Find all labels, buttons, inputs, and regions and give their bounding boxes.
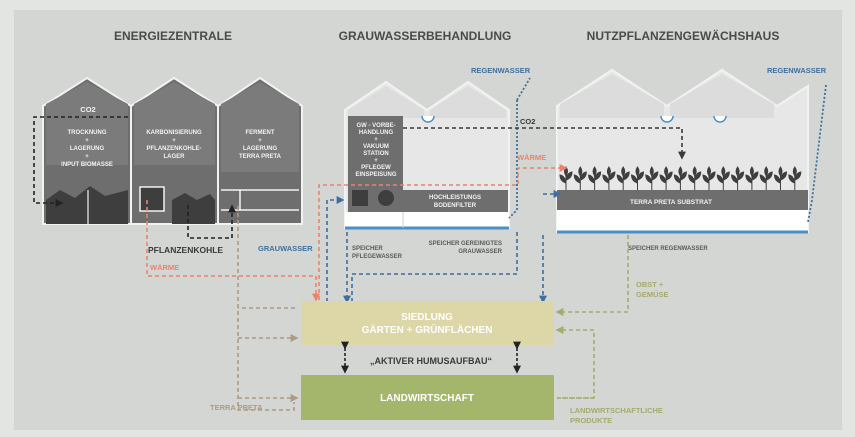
greywater-house	[344, 80, 510, 230]
produce-flow-arrow	[555, 235, 629, 316]
plant-icon	[588, 166, 602, 190]
grey-filter-line2: BODENFILTER	[434, 203, 477, 209]
energy-co2-loop-arrow	[33, 116, 128, 207]
produce-label-line1: OBST +	[636, 280, 664, 289]
heading-nutzpflanzengewaechshaus: NUTZPFLANZENGEWÄCHSHAUS	[587, 28, 780, 43]
rainwater-label-2: REGENWASSER	[767, 66, 827, 75]
rainwater-flow-1	[508, 100, 518, 219]
co2-flow-label: CO2	[520, 117, 535, 126]
grey-house-line5: STATION	[363, 151, 388, 157]
plant-icon	[731, 166, 745, 190]
agriculture-box	[301, 375, 554, 420]
plant-icon	[702, 166, 716, 190]
greywater-flow-arrow	[326, 196, 345, 302]
grey-tank1-line2: PFLEGEWASSER	[352, 254, 403, 260]
plant-icon	[659, 166, 673, 190]
plant-icon	[773, 166, 788, 190]
plant-icon	[645, 166, 659, 190]
co2-flow-arrow	[403, 127, 686, 160]
grey-house-line3: +	[374, 137, 378, 143]
greenhouse-substrate-label: TERRA PRETA SUBSTRAT	[630, 199, 712, 206]
settlement-box	[301, 301, 554, 345]
plant-icon	[745, 166, 759, 190]
heading-grauwasserbehandlung: GRAUWASSERBEHANDLUNG	[339, 29, 512, 43]
biochar-flow-arrow	[187, 204, 236, 239]
plant-icon	[673, 166, 687, 190]
grey-house-line2: HANDLUNG	[359, 130, 394, 136]
grey-house-line1: GW - VORBE-	[357, 123, 396, 129]
energy-house	[42, 76, 303, 225]
energy-co2-label: CO2	[80, 105, 95, 114]
energy-col2-line3: PFLANZENKOHLE-	[147, 146, 202, 152]
plant-icon	[573, 166, 587, 190]
heat-label-upper: WÄRME	[517, 153, 546, 162]
agri-products-label-line2: PRODUKTE	[570, 416, 612, 425]
energy-col1-line1: TROCKNUNG	[68, 130, 107, 136]
plant-icon	[616, 166, 630, 190]
settlement-title: SIEDLUNG	[401, 312, 453, 323]
grey-house-line8: EINSPEISUNG	[355, 172, 396, 178]
terra-preta-label: TERRA PRETA	[210, 403, 263, 412]
grey-filter-line1: HOCHLEISTUNGS	[429, 195, 481, 201]
energy-col1-line4: +	[85, 154, 89, 160]
grey-tank1-line1: SPEICHER	[352, 246, 383, 252]
cleaned-greywater-flow	[351, 232, 518, 302]
grey-house-line4: VAKUUM	[363, 144, 389, 150]
grey-tank2-line1: SPEICHER GEREINIGTES	[429, 241, 502, 247]
energy-col1-line3: LAGERUNG	[70, 146, 105, 152]
heat-label-lower: WÄRME	[150, 263, 179, 272]
heat-flow-to-greenhouse	[318, 164, 568, 300]
agriculture-title: LANDWIRTSCHAFT	[380, 393, 474, 404]
grey-house-line7: PFLEGEW	[361, 165, 391, 171]
energy-col3-line2: +	[258, 138, 262, 144]
plant-icon	[630, 166, 645, 190]
plant-icon	[759, 166, 773, 190]
energy-col1-line2: +	[85, 138, 89, 144]
plant-icon	[688, 166, 702, 190]
energy-col2-line4: LAGER	[164, 154, 186, 160]
greywater-label: GRAUWASSER	[258, 244, 313, 253]
heading-energiezentrale: ENERGIEZENTRALE	[114, 29, 232, 43]
energy-col3-line1: FERMENT	[246, 130, 275, 136]
plant-icon	[602, 166, 616, 190]
biochar-label: PFLANZENKOHLE	[148, 245, 223, 255]
rainwater-label-1: REGENWASSER	[471, 66, 531, 75]
settlement-subtitle: GÄRTEN + GRÜNFLÄCHEN	[362, 323, 493, 336]
produce-label-line2: GEMÜSE	[636, 290, 669, 299]
agri-products-label-line1: LANDWIRTSCHAFTLICHE	[570, 406, 663, 415]
agri-products-flow-arrow	[555, 326, 595, 399]
plant-icon	[716, 166, 730, 190]
greenhouse-tank-label: SPEICHER REGENWASSER	[628, 246, 708, 252]
humus-label: „AKTIVER HUMUSAUFBAU“	[370, 356, 492, 366]
energy-col1-line5: INPUT BIOMASSE	[61, 162, 113, 168]
grey-tank2-line2: GRAUWASSER	[458, 249, 502, 255]
heat-flow-to-settlement	[146, 200, 320, 302]
energy-col2-line2: +	[172, 138, 176, 144]
energy-col2-line1: KARBONISIERUNG	[146, 130, 202, 136]
grey-house-line6: +	[374, 158, 378, 164]
energy-col3-line4: TERRA PRETA	[239, 154, 282, 160]
plant-icon	[788, 166, 802, 190]
energy-col3-line3: LAGERUNG	[243, 146, 278, 152]
